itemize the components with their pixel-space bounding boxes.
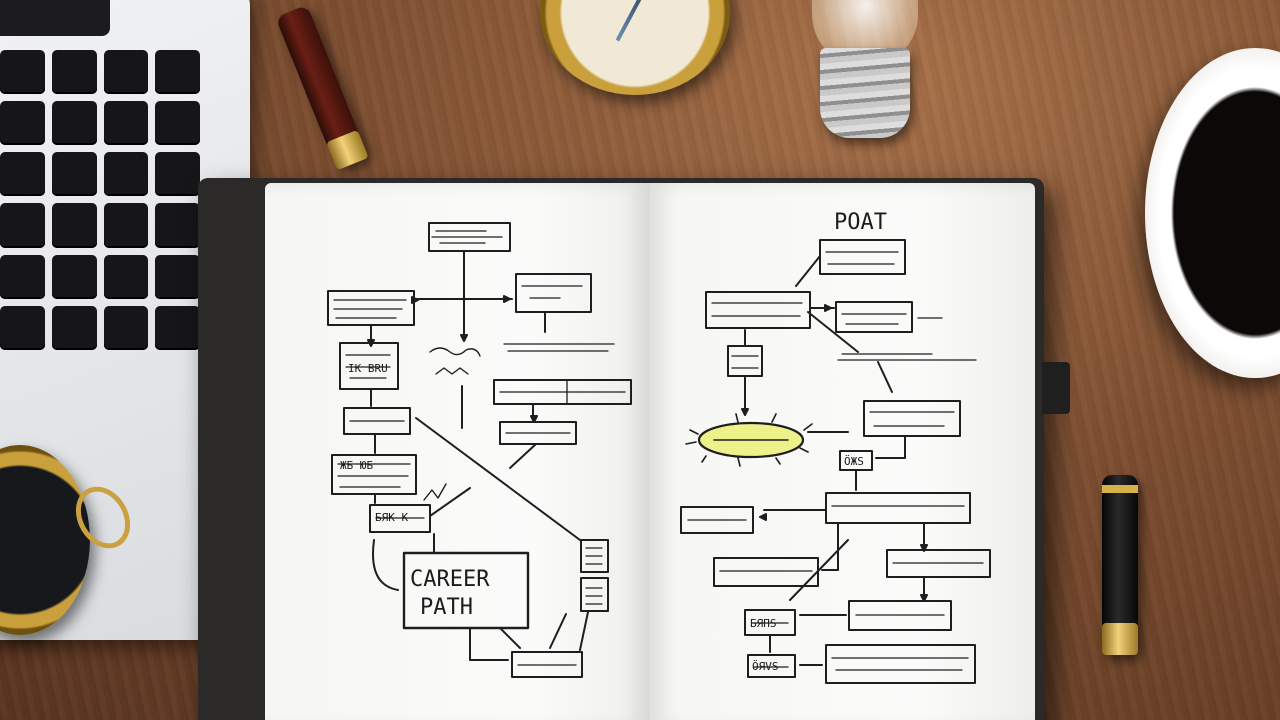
career-path-bottom: PATH xyxy=(420,595,473,620)
laptop-keyboard xyxy=(0,50,200,350)
right-box-label-2: БЯПS xyxy=(750,617,777,630)
light-bulb xyxy=(800,0,930,180)
left-box-label: IK BRU xyxy=(348,362,388,375)
notebook-strap xyxy=(1042,362,1070,414)
right-box-label-3: ÖЯVS xyxy=(752,660,779,673)
left-box-label-3: БЯК К xyxy=(375,511,408,524)
pen-black xyxy=(1102,475,1138,655)
right-flowchart: POAT xyxy=(680,210,991,684)
left-box-label-2: ЖБ ЮБ xyxy=(340,459,373,472)
career-path-top: CAREER xyxy=(410,567,490,592)
laptop-hinge xyxy=(0,0,110,36)
right-page-heading: POAT xyxy=(834,210,887,235)
notebook-left-page xyxy=(265,183,650,720)
right-box-label: ÖЖS xyxy=(844,455,864,468)
left-flowchart: IK BRU ЖБ ЮБ БЯК К CAREER PATH xyxy=(327,222,632,678)
